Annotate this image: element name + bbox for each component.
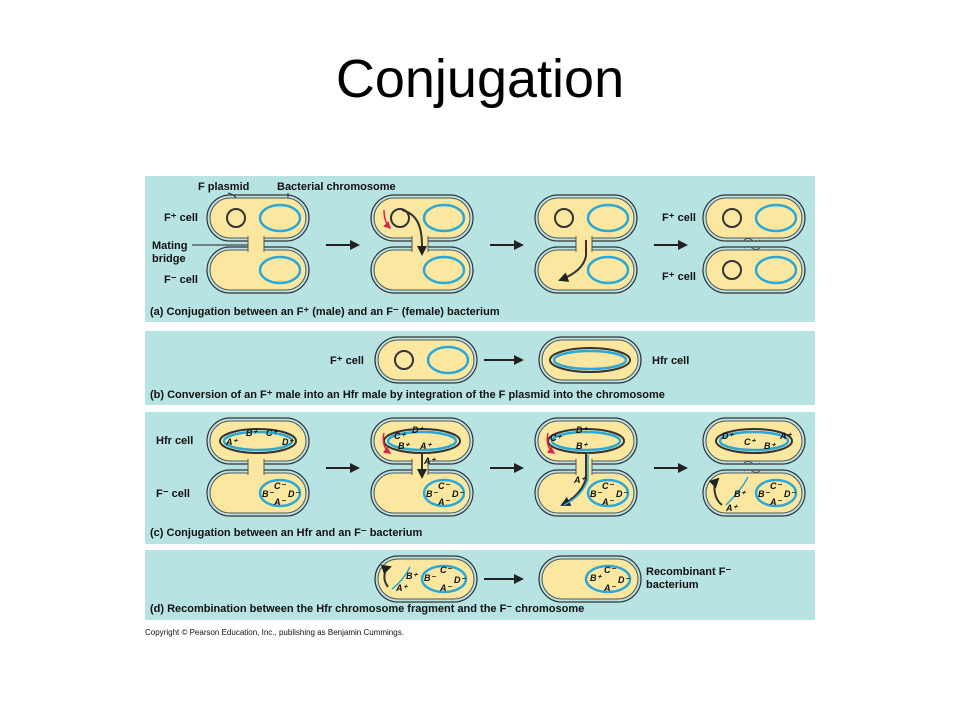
gene-label: D⁻	[618, 575, 630, 585]
label-recombinant-2: bacterium	[646, 579, 699, 591]
label-f-plasmid: F plasmid	[198, 181, 249, 193]
copyright-text: Copyright © Pearson Education, Inc., pub…	[145, 628, 404, 637]
gene-label: B⁺	[590, 573, 602, 583]
label-f-minus-cell-a1: F⁻ cell	[164, 274, 198, 286]
gene-label: A⁺	[573, 475, 586, 485]
caption-b: (b) Conversion of an F⁺ male into an Hfr…	[150, 389, 665, 401]
label-hfr-cell-c: Hfr cell	[156, 435, 193, 447]
gene-label: D⁻	[288, 489, 300, 499]
gene-label: A⁺	[725, 503, 738, 513]
cell-pair-c1: A⁺ B⁺ C⁺ D⁺ B⁻ C⁻ D⁻ A⁻	[206, 417, 310, 517]
label-hfr-cell-b: Hfr cell	[652, 355, 689, 367]
gene-label: C⁺	[266, 428, 278, 438]
gene-label: B⁻	[262, 489, 274, 499]
gene-label: D⁺	[576, 425, 588, 435]
gene-label: A⁺	[423, 456, 436, 466]
gene-label: B⁺	[406, 571, 418, 581]
label-f-minus-cell-c: F⁻ cell	[156, 488, 190, 500]
gene-label: D⁺	[282, 437, 294, 447]
gene-label: B⁺	[246, 428, 258, 438]
label-bacterial-chromosome: Bacterial chromosome	[277, 181, 396, 193]
cell-d2: B⁺ C⁻ D⁻ A⁻	[538, 555, 642, 603]
gene-label: A⁻	[603, 583, 616, 593]
gene-label: B⁺	[398, 441, 410, 451]
gene-label: B⁺	[576, 441, 588, 451]
gene-label: A⁻	[439, 583, 452, 593]
gene-label: C⁻	[438, 481, 450, 491]
label-f-plus-cell-a4-bottom: F⁺ cell	[662, 271, 696, 283]
label-bridge: bridge	[152, 253, 186, 265]
caption-d: (d) Recombination between the Hfr chromo…	[150, 603, 584, 615]
cell-b2	[538, 336, 642, 384]
gene-label: D⁻	[784, 489, 796, 499]
gene-label: A⁻	[437, 497, 450, 507]
gene-label: A⁻	[601, 497, 614, 507]
cell-pair-a3	[534, 194, 638, 294]
gene-label: D⁺	[722, 431, 734, 441]
label-f-plus-cell-a1: F⁺ cell	[164, 212, 198, 224]
gene-label: C⁺	[394, 431, 406, 441]
cell-b1	[374, 336, 478, 384]
gene-label: A⁺	[779, 431, 792, 441]
cell-pair-a2	[370, 194, 474, 294]
gene-label: D⁻	[454, 575, 466, 585]
gene-label: B⁻	[424, 573, 436, 583]
gene-label: B⁺	[734, 489, 746, 499]
panel-b	[145, 331, 815, 405]
label-mating: Mating	[152, 240, 187, 252]
gene-label: C⁻	[602, 481, 614, 491]
gene-label: A⁻	[769, 497, 782, 507]
panel-d	[145, 550, 815, 620]
gene-label: B⁻	[758, 489, 770, 499]
label-f-plus-cell-a4-top: F⁺ cell	[662, 212, 696, 224]
cell-pair-c3: C⁺ D⁺ B⁺ A⁺ B⁻ C⁻ D⁻ A⁻	[534, 417, 638, 517]
caption-a: (a) Conjugation between an F⁺ (male) and…	[150, 306, 500, 318]
gene-label: A⁺	[395, 583, 408, 593]
cell-d1: B⁺ A⁺ B⁻ C⁻ D⁻ A⁻	[374, 555, 478, 603]
gene-label: A⁺	[419, 441, 432, 451]
caption-c: (c) Conjugation between an Hfr and an F⁻…	[150, 527, 422, 539]
label-f-plus-cell-b: F⁺ cell	[330, 355, 364, 367]
slide-title: Conjugation	[335, 49, 625, 109]
gene-label: C⁺	[744, 437, 756, 447]
label-recombinant-1: Recombinant F⁻	[646, 566, 731, 578]
gene-label: C⁺	[550, 433, 562, 443]
cell-pair-a4	[702, 194, 806, 294]
gene-label: C⁻	[274, 481, 286, 491]
gene-label: C⁻	[604, 565, 616, 575]
gene-label: B⁻	[590, 489, 602, 499]
gene-label: C⁻	[440, 565, 452, 575]
gene-label: B⁻	[426, 489, 438, 499]
cell-pair-c4: D⁺ C⁺ B⁺ A⁺ B⁺ A⁺ B⁻ C⁻ D⁻ A⁻	[702, 417, 806, 517]
gene-label: A⁺	[225, 437, 238, 447]
gene-label: C⁻	[770, 481, 782, 491]
cell-pair-a1	[206, 194, 310, 294]
cell-pair-c2: C⁺ D⁺ B⁺ A⁺ A⁺ B⁻ C⁻ D⁻ A⁻	[370, 417, 474, 517]
gene-label: D⁻	[452, 489, 464, 499]
gene-label: D⁺	[412, 425, 424, 435]
gene-label: B⁺	[764, 441, 776, 451]
gene-label: A⁻	[273, 497, 286, 507]
gene-label: D⁻	[616, 489, 628, 499]
